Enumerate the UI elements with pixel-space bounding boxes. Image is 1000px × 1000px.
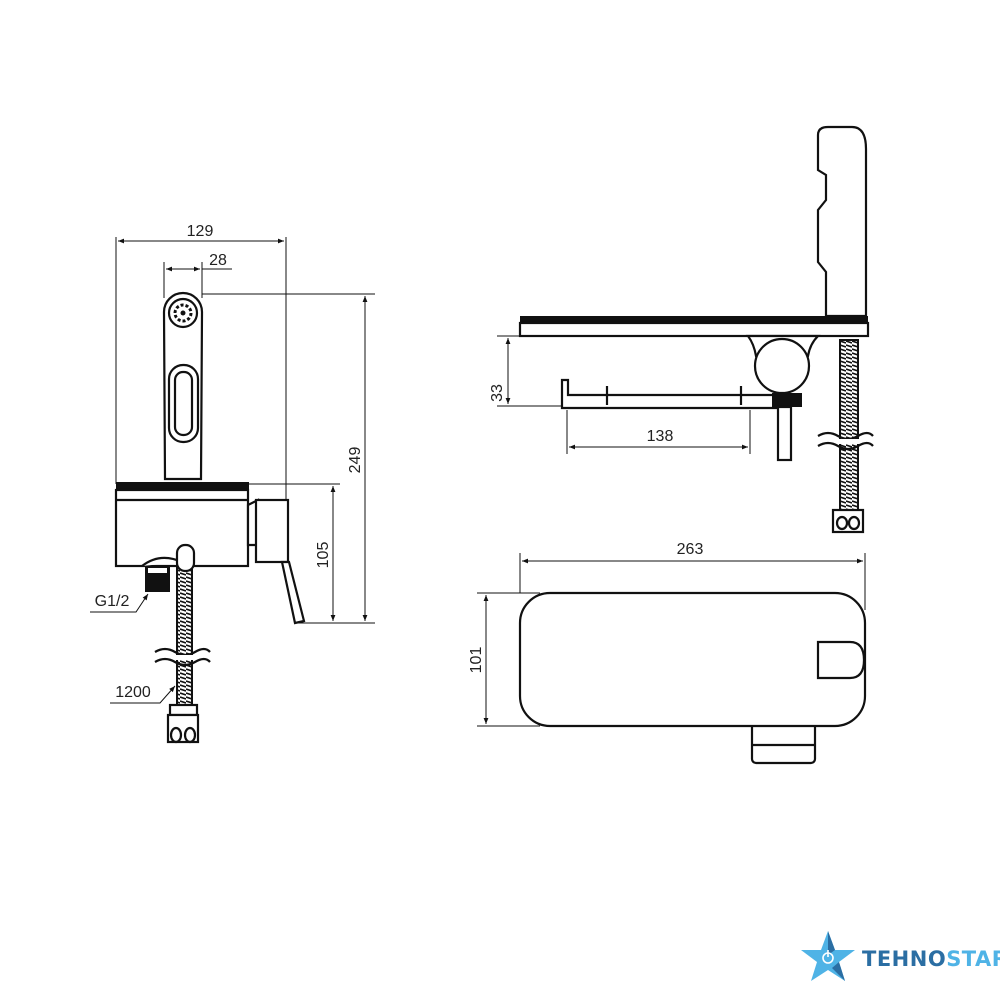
- svg-text:TEHNOSTAR: TEHNOSTAR: [862, 947, 1000, 971]
- label-hose-length: 1200: [115, 684, 151, 701]
- top-view: 263 101: [468, 541, 867, 765]
- tehnostar-logo: TEHNOSTAR: [801, 931, 1000, 981]
- lever-handle: [280, 560, 306, 625]
- hose: [176, 559, 193, 706]
- logo-text-tehno: TEHNO: [862, 947, 946, 971]
- hose-holder: [175, 543, 196, 573]
- body-top-bar: [116, 482, 249, 490]
- dim-label-138: 138: [647, 428, 674, 445]
- dim-label-105: 105: [315, 542, 332, 569]
- inlet-pin: [776, 405, 793, 462]
- side-view: 129 28 249 105: [90, 223, 375, 744]
- body-top-outline: [518, 591, 867, 728]
- shelf: [518, 321, 870, 338]
- dim-label-33: 33: [489, 384, 506, 402]
- dim-label-129: 129: [187, 223, 214, 240]
- hose-nut-front: [831, 508, 865, 534]
- shelf-top: [520, 316, 868, 323]
- logo-text-star: STAR: [946, 947, 1000, 971]
- hose-front: [839, 339, 859, 516]
- dim-label-101: 101: [468, 647, 485, 674]
- leader-g12: [90, 593, 149, 613]
- mixer-cylinder: [753, 337, 811, 395]
- handshower-front: [816, 125, 868, 318]
- front-view: 33 138: [489, 125, 874, 534]
- dim-label-249: 249: [347, 447, 364, 474]
- dim-label-263: 263: [677, 541, 704, 558]
- dim-label-28: 28: [209, 252, 227, 269]
- leader-hose: [110, 685, 176, 704]
- holder-notch: [816, 640, 866, 680]
- lever-housing: [254, 498, 290, 564]
- tray: [560, 378, 778, 410]
- label-thread: G1/2: [95, 593, 130, 610]
